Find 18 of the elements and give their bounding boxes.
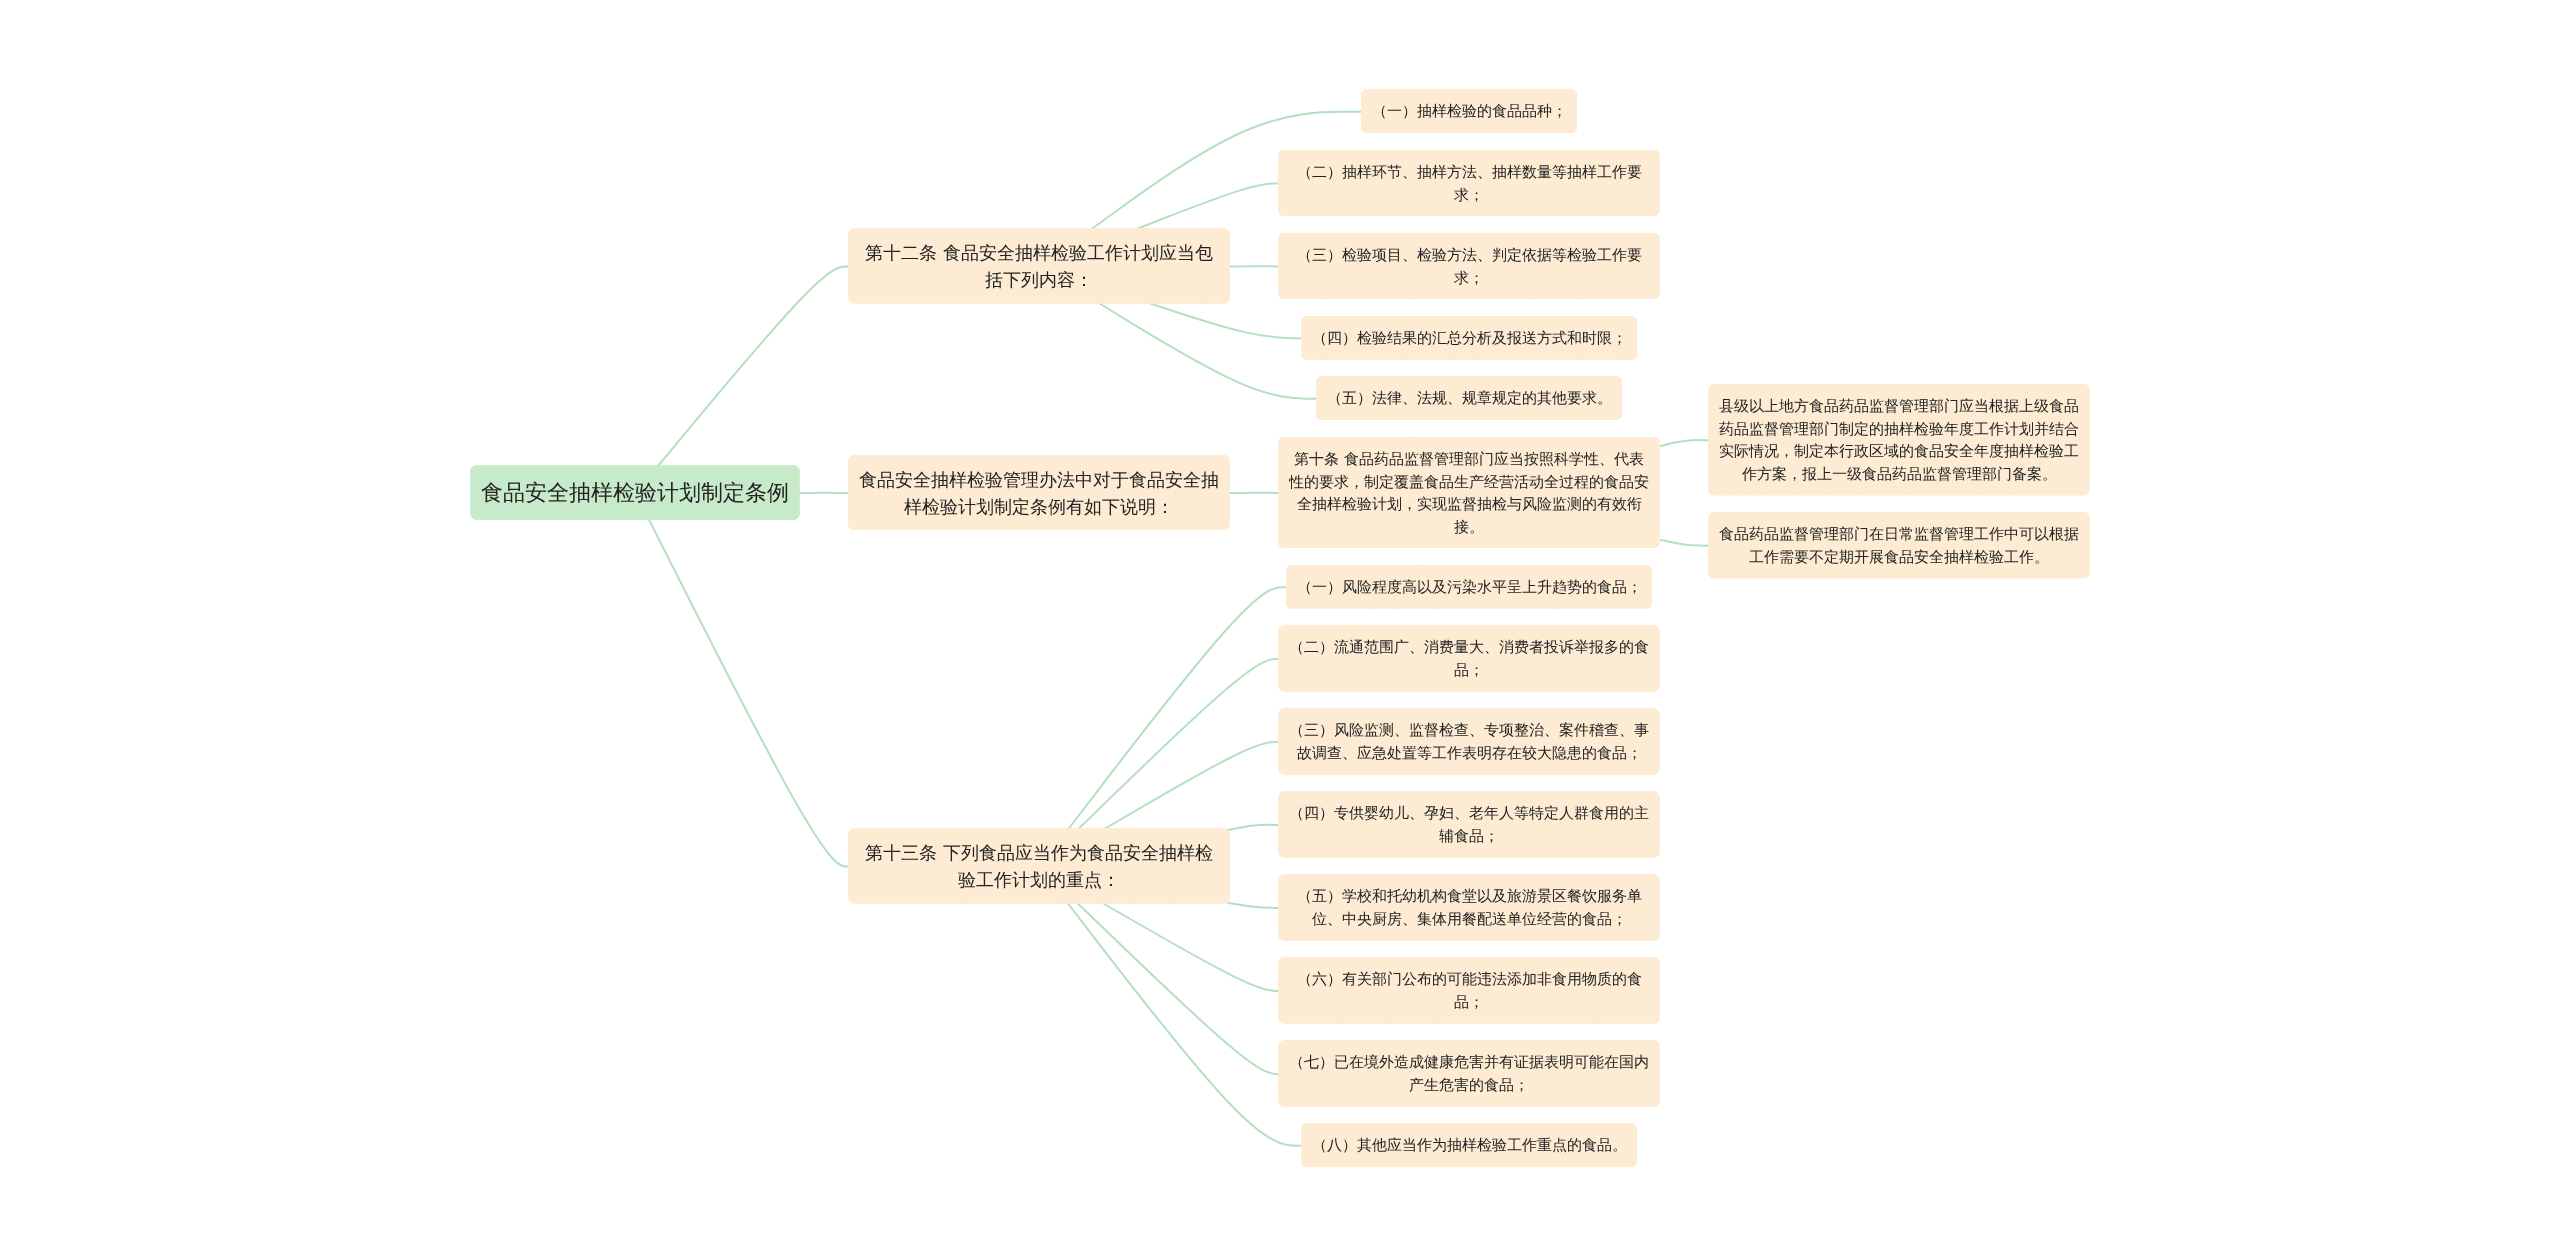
connector <box>1228 491 1281 495</box>
connector <box>1226 902 1281 910</box>
connector <box>1089 110 1363 231</box>
connector <box>1102 902 1281 993</box>
connector <box>1658 538 1711 547</box>
connector <box>1102 741 1281 831</box>
connector <box>1098 302 1318 400</box>
connector <box>1658 439 1711 448</box>
connector <box>798 491 851 495</box>
connector <box>1076 902 1281 1076</box>
connector <box>1076 658 1281 831</box>
connector <box>1067 586 1288 831</box>
connector <box>1067 902 1303 1147</box>
connector <box>656 265 851 468</box>
connector <box>647 518 851 868</box>
connector <box>1149 302 1303 340</box>
connector <box>1228 265 1281 268</box>
connector <box>1226 824 1281 832</box>
